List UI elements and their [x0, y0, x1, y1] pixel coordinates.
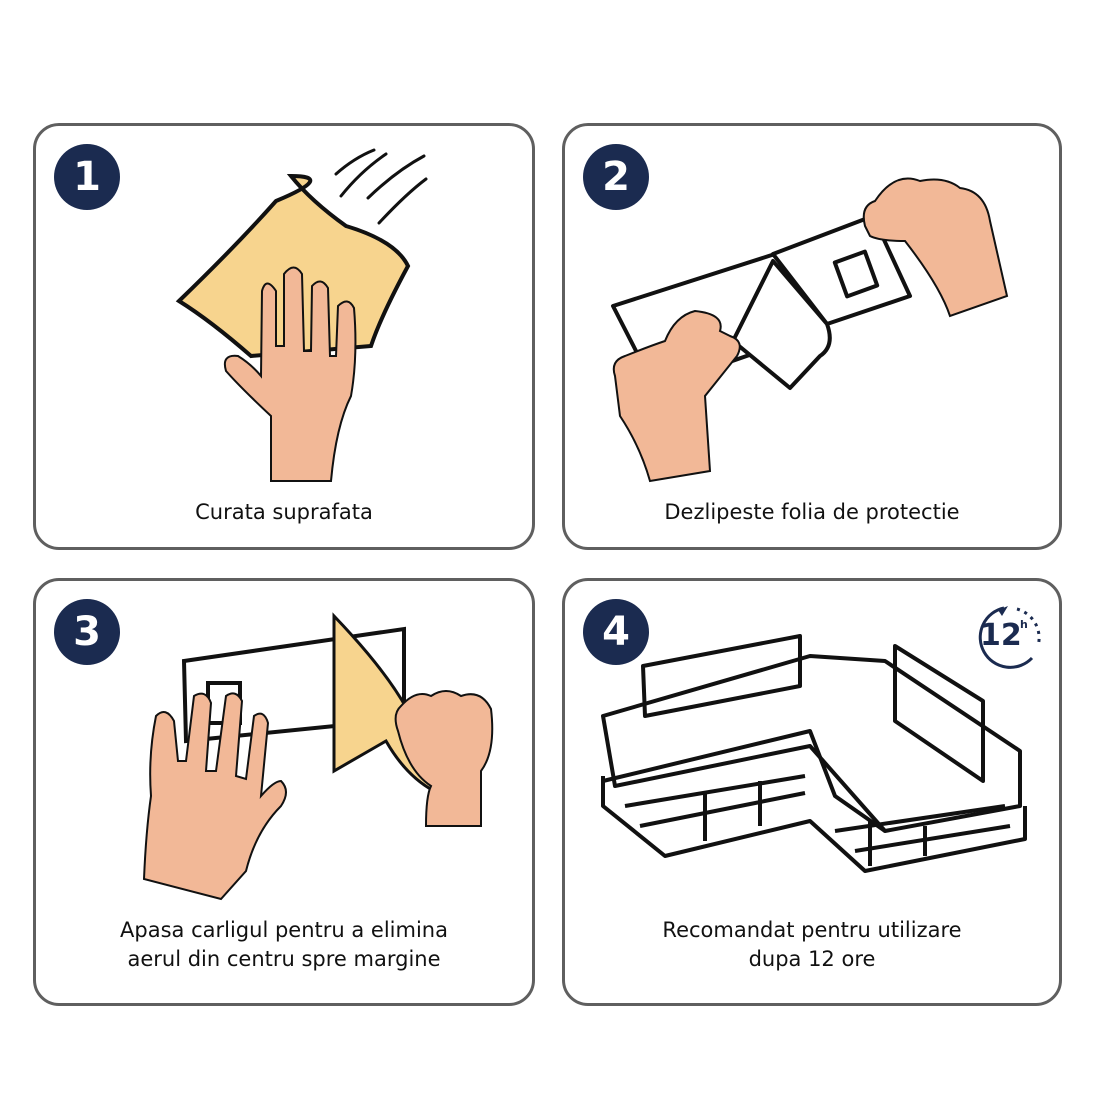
step-caption: Dezlipeste folia de protectie	[664, 500, 960, 524]
caption-line-1: Recomandat pentru utilizare	[662, 918, 962, 942]
step-card-1: 1 Curata suprafata	[33, 123, 535, 550]
timer-unit: h	[1020, 618, 1028, 631]
step-number-badge: 4	[583, 599, 649, 665]
step-card-3: 3 Apasa carligul pentru a elimina aerul …	[33, 578, 535, 1006]
hand-wiping-cloth-icon	[175, 148, 428, 482]
hands-pressing-hook-icon	[142, 612, 494, 901]
step-caption: Recomandat pentru utilizare dupa 12 ore	[565, 916, 1059, 974]
timer-value: 12	[980, 618, 1022, 653]
step-card-2: 2 Dezlipeste folia de protectie	[562, 123, 1062, 550]
step-number-badge: 3	[54, 599, 120, 665]
caption-line-2: aerul din centru spre margine	[127, 947, 441, 971]
hands-peeling-film-icon	[611, 177, 1009, 483]
step-caption: Curata suprafata	[195, 500, 373, 524]
caption-line-2: dupa 12 ore	[748, 947, 876, 971]
step-number-badge: 2	[583, 144, 649, 210]
caption-line-1: Apasa carligul pentru a elimina	[120, 918, 448, 942]
corner-shelf-icon	[601, 634, 1027, 873]
step-card-4: 4 12 h Recomandat pentru utilizare dupa …	[562, 578, 1062, 1006]
step-number-badge: 1	[54, 144, 120, 210]
step-caption: Apasa carligul pentru a elimina aerul di…	[36, 916, 532, 974]
timer-12h-icon: 12 h	[962, 596, 1052, 676]
